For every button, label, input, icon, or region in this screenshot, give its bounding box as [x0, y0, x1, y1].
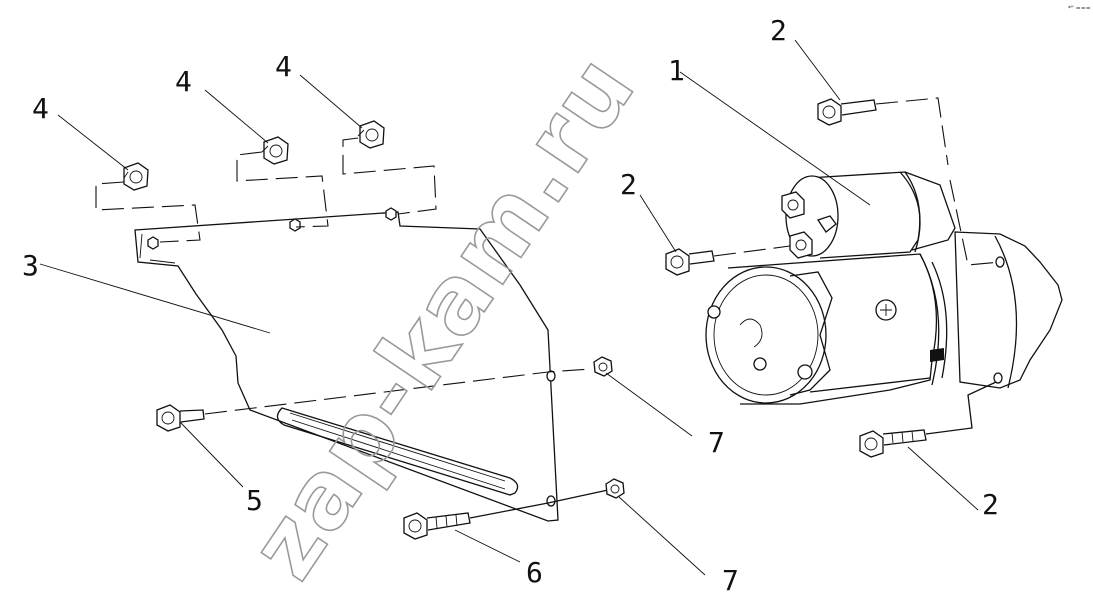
- callout-2-left: 2: [620, 168, 637, 201]
- bracket-plate: [134, 207, 559, 522]
- callout-4-left: 4: [32, 92, 49, 125]
- callout-7-lower: 7: [722, 564, 739, 597]
- bolt-2-left: [665, 248, 715, 276]
- callout-4-right: 4: [275, 50, 292, 83]
- bolt-4-middle: [261, 136, 289, 165]
- callout-1: 1: [668, 54, 685, 87]
- callout-labels: 1 2 2 2 3 4 4 4 5 6 7 7: [22, 14, 999, 597]
- nut-7-lower: [605, 478, 625, 499]
- callout-2-bottom: 2: [982, 488, 999, 521]
- callout-6: 6: [526, 556, 543, 589]
- bolt-5: [156, 404, 205, 432]
- callout-7-upper: 7: [708, 426, 725, 459]
- callout-5: 5: [246, 484, 263, 517]
- bolt-4-left: [123, 162, 149, 191]
- bolt-2-top: [817, 98, 877, 126]
- leader-lines: [39, 39, 979, 576]
- callout-4-middle: 4: [175, 65, 192, 98]
- bolt-2-bottom: [859, 429, 927, 458]
- callout-2-top: 2: [770, 14, 787, 47]
- callout-3: 3: [22, 249, 39, 282]
- watermark: zap-kam.ru: [230, 36, 657, 597]
- corner-mark: *" ===: [1068, 5, 1091, 12]
- bolt-4-right: [357, 120, 385, 149]
- bolt-6: [403, 512, 471, 540]
- starter-motor: [705, 171, 1063, 405]
- nut-7-upper: [593, 356, 613, 377]
